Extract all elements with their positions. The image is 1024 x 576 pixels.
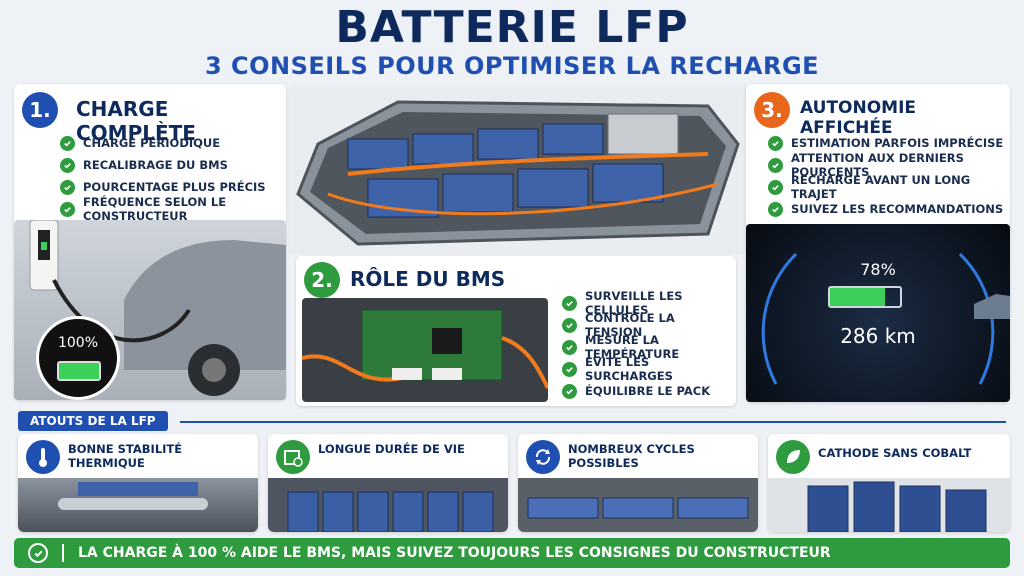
footer-banner: LA CHARGE À 100 % AIDE LE BMS, MAIS SUIV… bbox=[14, 538, 1010, 568]
leaf-icon bbox=[776, 440, 810, 474]
atout-text: CATHODE SANS COBALT bbox=[818, 446, 972, 460]
dashboard-range: 286 km bbox=[840, 324, 916, 348]
footer-separator bbox=[62, 544, 64, 562]
dashboard-image: 78% 286 km bbox=[746, 224, 1010, 402]
section-title: AUTONOMIE AFFICHÉE bbox=[800, 98, 917, 138]
list-item: POURCENTAGE PLUS PRÉCIS bbox=[60, 176, 286, 198]
atout-card-cobalt: CATHODE SANS COBALT bbox=[768, 434, 1010, 532]
section-number-badge: 2. bbox=[304, 262, 340, 298]
check-icon bbox=[562, 295, 577, 311]
checklist: SURVEILLE LES CELLULES CONTRÔLE LA TENSI… bbox=[562, 289, 736, 402]
check-icon bbox=[562, 361, 577, 377]
check-icon bbox=[60, 157, 75, 173]
atout-image bbox=[18, 478, 258, 532]
footer-text: LA CHARGE À 100 % AIDE LE BMS, MAIS SUIV… bbox=[78, 545, 831, 561]
atout-text: LONGUE DURÉE DE VIE bbox=[318, 442, 465, 456]
atout-card-cycles: NOMBREUX CYCLES POSSIBLES bbox=[518, 434, 758, 532]
list-item: SURVEILLE LES CELLULES bbox=[562, 289, 736, 317]
list-item: RECALIBRAGE DU BMS bbox=[60, 154, 286, 176]
dashboard-percent: 78% bbox=[860, 260, 896, 279]
calendar-clock-icon bbox=[276, 440, 310, 474]
atout-card-thermique: BONNE STABILITÉ THERMIQUE bbox=[18, 434, 258, 532]
atout-image bbox=[268, 478, 508, 532]
car-charging-image: 100% bbox=[14, 220, 286, 400]
battery-percent: 100% bbox=[57, 335, 99, 351]
cycle-arrows-icon bbox=[526, 440, 560, 474]
section-number-badge: 1. bbox=[22, 92, 58, 128]
check-icon bbox=[60, 179, 75, 195]
check-icon bbox=[60, 135, 75, 151]
check-icon bbox=[768, 201, 783, 217]
check-icon bbox=[768, 135, 783, 151]
checklist: ESTIMATION PARFOIS IMPRÉCISE ATTENTION A… bbox=[768, 132, 1010, 220]
page-title: BATTERIE LFP bbox=[335, 2, 689, 53]
check-icon bbox=[562, 383, 577, 399]
battery-status-widget: 100% bbox=[36, 316, 120, 400]
check-icon bbox=[28, 543, 48, 563]
section-role-bms: 2. RÔLE DU BMS SURVEILLE LES CELLULES CO… bbox=[296, 256, 736, 406]
bms-board-image bbox=[302, 298, 548, 402]
atouts-divider bbox=[180, 421, 1006, 423]
list-item: ATTENTION AUX DERNIERS POURCENTS bbox=[768, 151, 1010, 179]
section-number-badge: 3. bbox=[754, 92, 790, 128]
list-item: ESTIMATION PARFOIS IMPRÉCISE bbox=[768, 132, 1010, 154]
list-item: MESURE LA TEMPÉRATURE bbox=[562, 333, 736, 361]
checklist: CHARGE PÉRIODIQUE RECALIBRAGE DU BMS POU… bbox=[60, 132, 286, 223]
atout-card-duree: LONGUE DURÉE DE VIE bbox=[268, 434, 508, 532]
list-item: ÉVITE LES SURCHARGES bbox=[562, 355, 736, 383]
list-item: SUIVEZ LES RECOMMANDATIONS bbox=[768, 198, 1010, 220]
check-icon bbox=[562, 339, 577, 355]
section-charge-complete: 1. CHARGE COMPLÈTE CHARGE PÉRIODIQUE REC… bbox=[14, 84, 286, 400]
list-item: CHARGE PÉRIODIQUE bbox=[60, 132, 286, 154]
list-item: CONTRÔLE LA TENSION bbox=[562, 311, 736, 339]
list-item: RECHARGE AVANT UN LONG TRAJET bbox=[768, 173, 1010, 201]
list-item: FRÉQUENCE SELON LE CONSTRUCTEUR bbox=[60, 195, 286, 223]
battery-icon bbox=[57, 361, 101, 381]
check-icon bbox=[562, 317, 577, 333]
check-icon bbox=[768, 179, 783, 195]
battery-icon bbox=[828, 286, 902, 308]
atout-text: BONNE STABILITÉ THERMIQUE bbox=[68, 442, 183, 470]
check-icon bbox=[768, 157, 783, 173]
thermometer-icon bbox=[26, 440, 60, 474]
section-title: CHARGE COMPLÈTE bbox=[76, 97, 196, 145]
check-icon bbox=[60, 201, 75, 217]
page-subtitle: 3 CONSEILS POUR OPTIMISER LA RECHARGE bbox=[204, 52, 820, 80]
atout-image bbox=[518, 478, 758, 532]
battery-pack-image bbox=[288, 84, 748, 254]
atout-text: NOMBREUX CYCLES POSSIBLES bbox=[568, 442, 695, 470]
section-autonomie: 3. AUTONOMIE AFFICHÉE ESTIMATION PARFOIS… bbox=[746, 84, 1010, 402]
list-item: ÉQUILIBRE LE PACK bbox=[562, 380, 736, 402]
section-title: RÔLE DU BMS bbox=[350, 267, 506, 291]
atout-image bbox=[768, 478, 1010, 532]
atouts-label: ATOUTS DE LA LFP bbox=[18, 411, 168, 431]
